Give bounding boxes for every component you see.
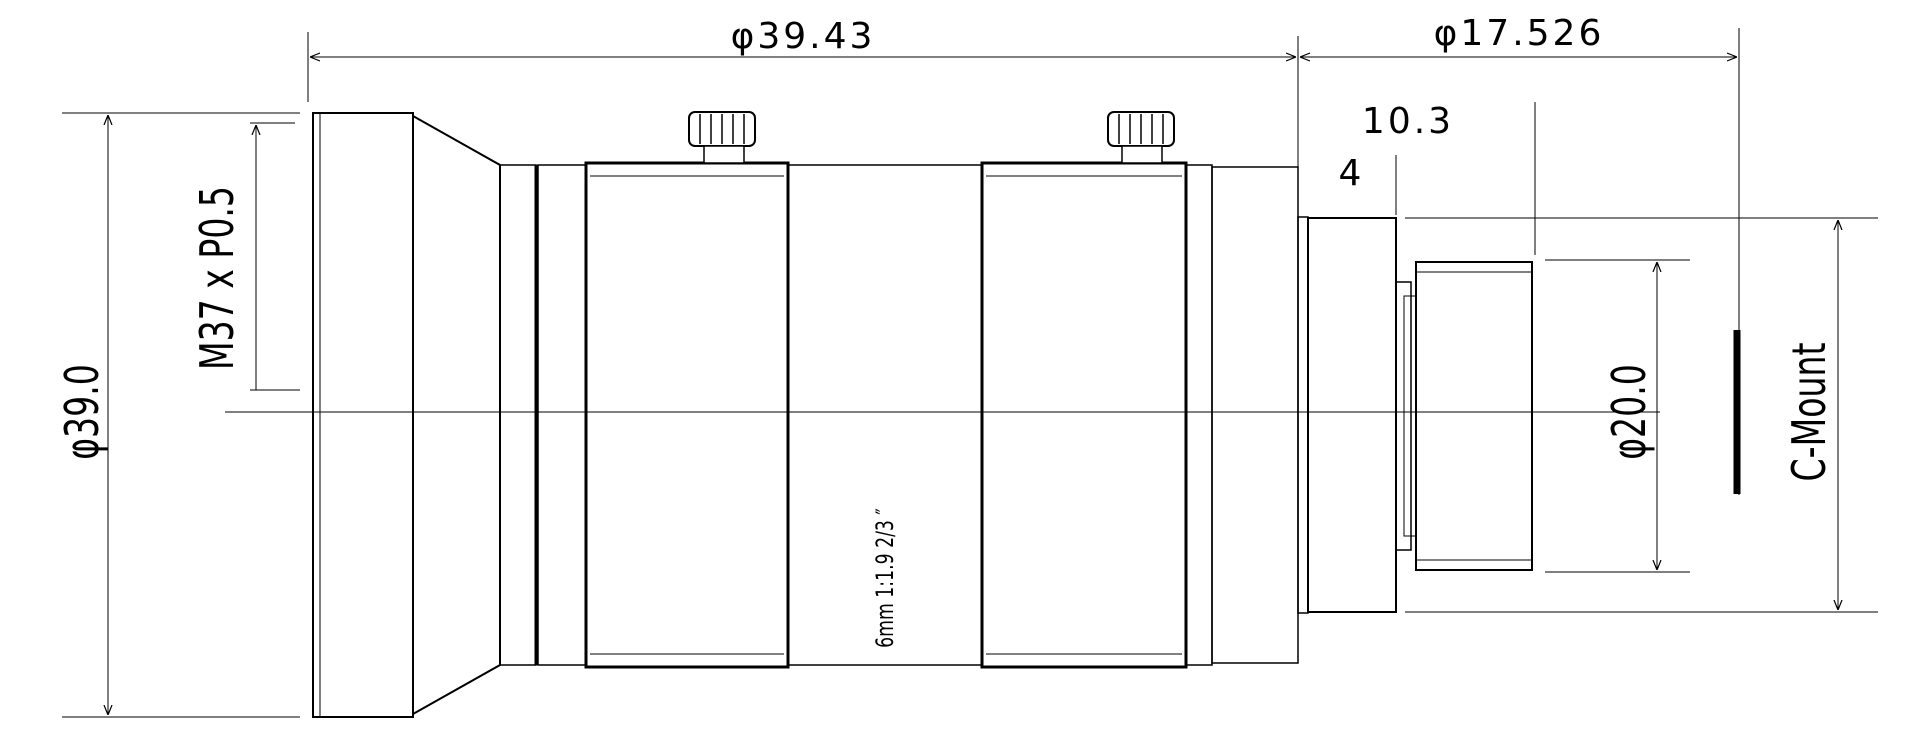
filter-thread-label: M37 x P0.5 bbox=[192, 186, 245, 370]
lens-body bbox=[312, 112, 1533, 718]
focus-lock-screw bbox=[688, 111, 756, 164]
flange-step-label: 4 bbox=[1339, 153, 1362, 194]
ring-2 bbox=[537, 164, 587, 666]
rear-ring bbox=[1185, 164, 1213, 666]
mount-type-label: C-Mount bbox=[1784, 343, 1837, 482]
extension-lines bbox=[62, 28, 1878, 718]
front-ring bbox=[499, 164, 537, 666]
mount-thread bbox=[1415, 261, 1533, 571]
focus-ring bbox=[584, 161, 790, 669]
front-taper bbox=[412, 115, 501, 715]
mount-body bbox=[1307, 217, 1397, 613]
iris-ring bbox=[980, 161, 1188, 669]
rear-diameter-label: φ20.0 bbox=[1604, 364, 1657, 460]
barrel-marking: 6mm 1:1.9 2/3 ″ bbox=[871, 508, 899, 648]
front-diameter-label: φ39.0 bbox=[57, 364, 110, 460]
mount-step bbox=[1297, 216, 1309, 614]
rear-barrel bbox=[1211, 166, 1299, 664]
mount-depth-label: 10.3 bbox=[1362, 101, 1454, 142]
rear-length-label: φ17.526 bbox=[1434, 13, 1605, 54]
total-length-label: φ39.43 bbox=[731, 16, 876, 57]
dimension-lines bbox=[108, 57, 1838, 715]
front-flange bbox=[312, 112, 414, 718]
iris-lock-screw bbox=[1107, 111, 1175, 164]
mount-neck bbox=[1395, 281, 1412, 551]
